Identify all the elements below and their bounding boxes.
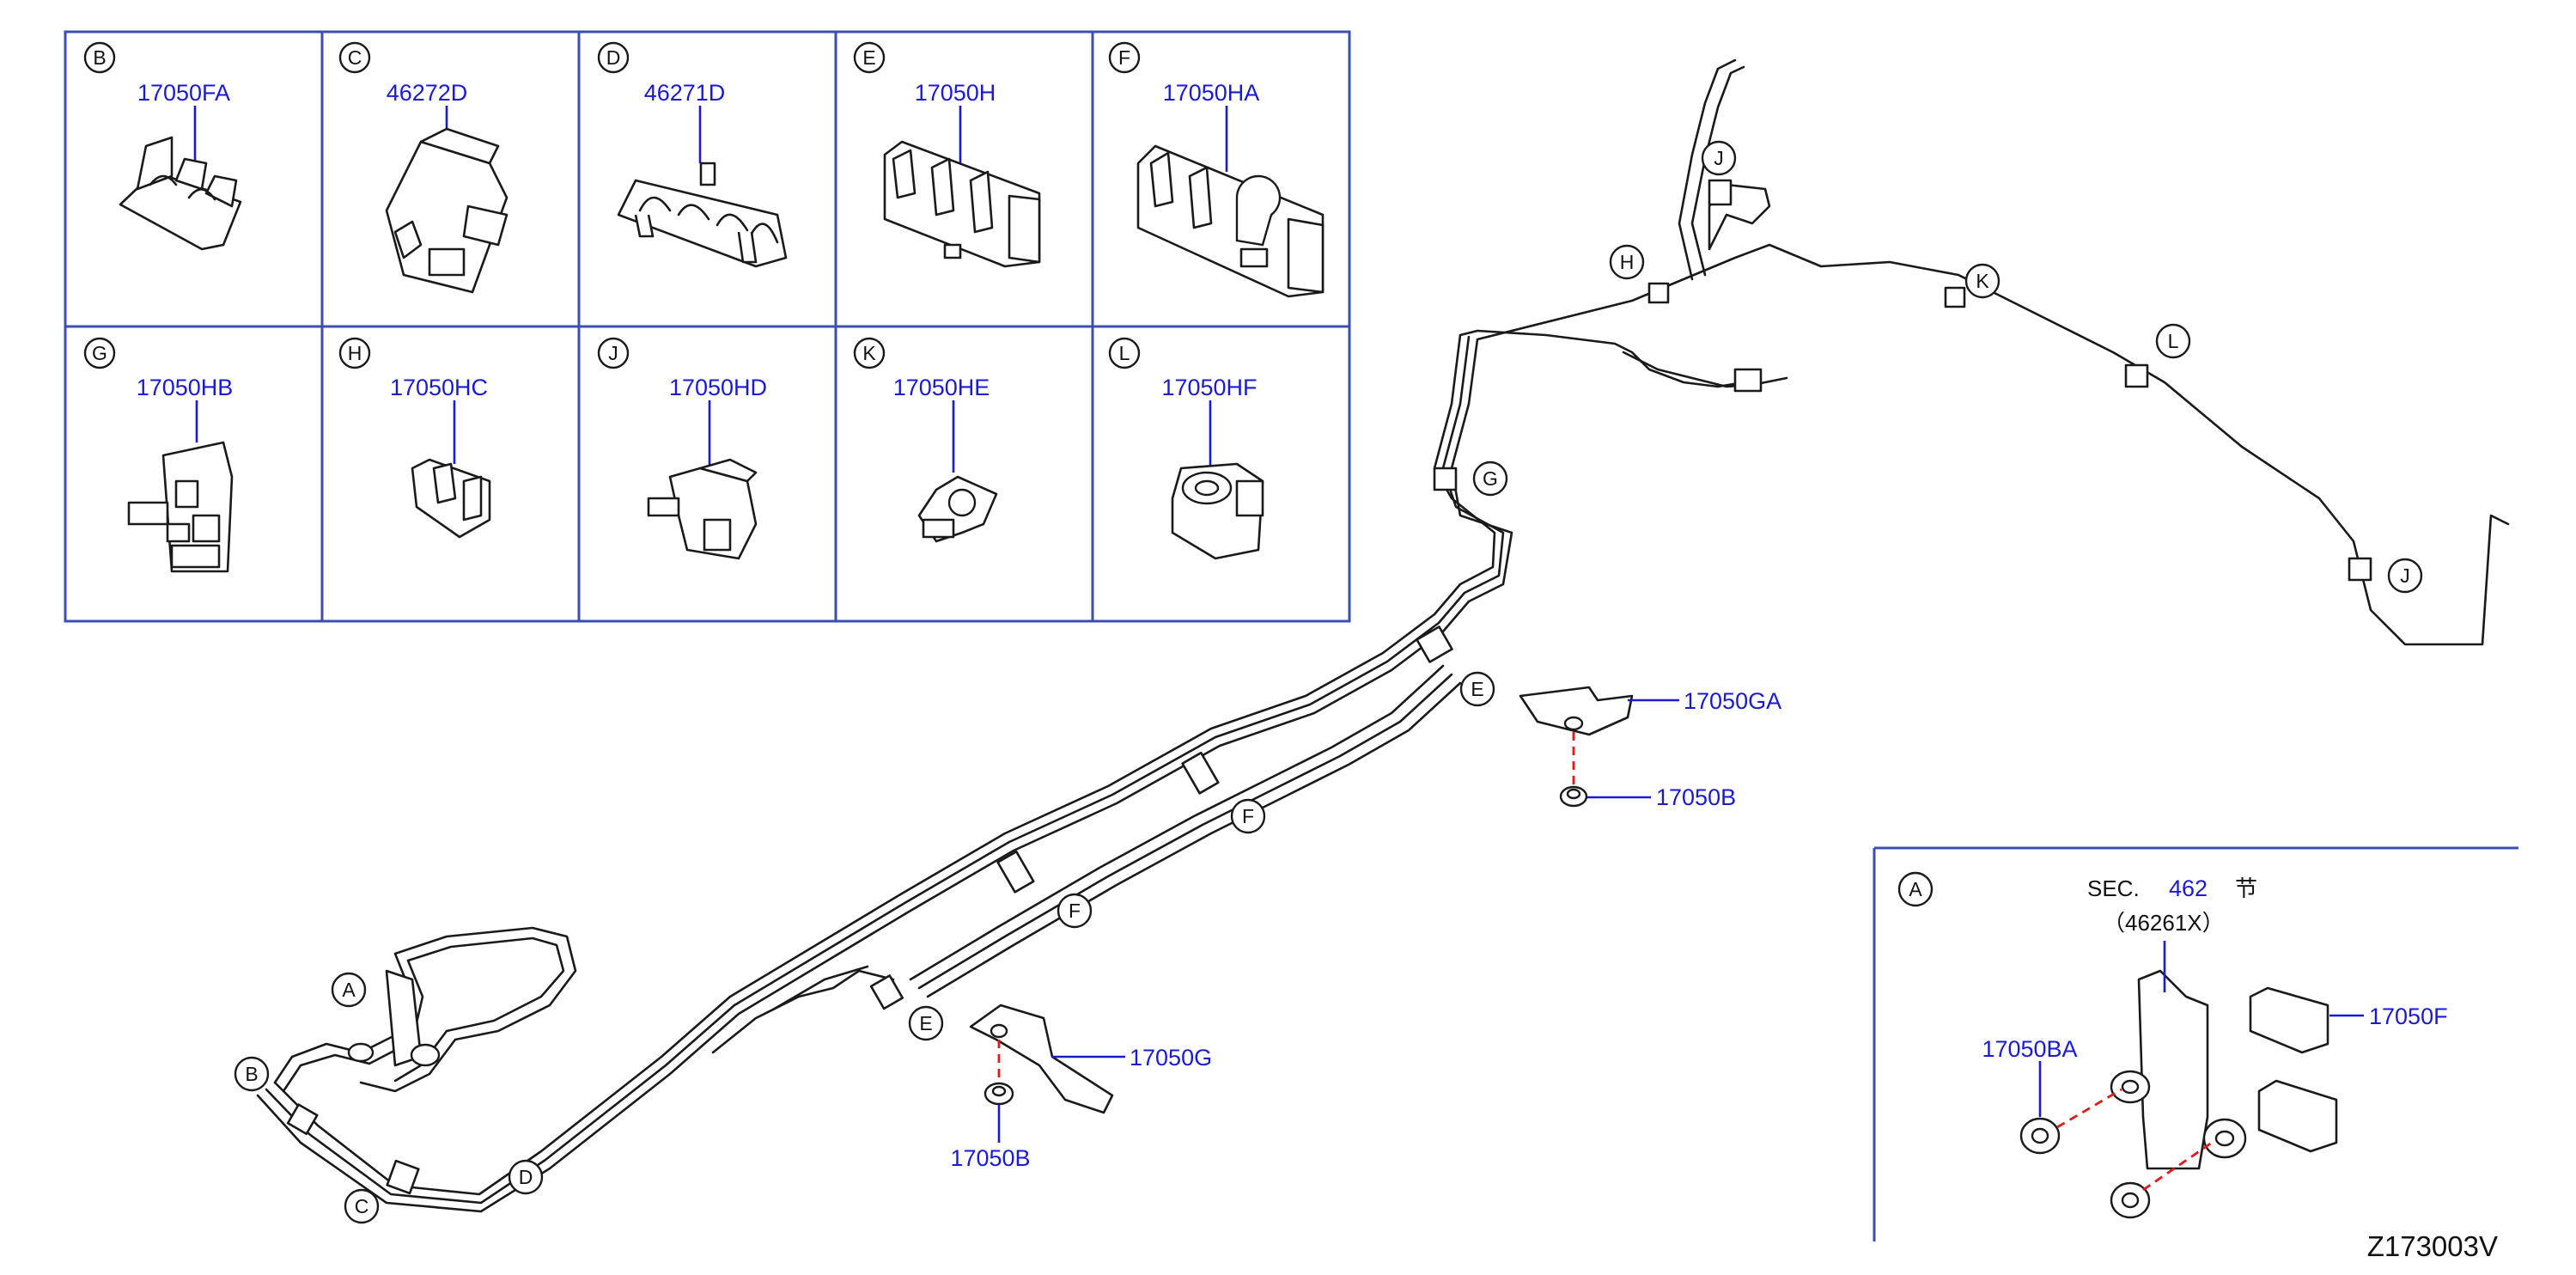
part-link-17050hd[interactable]: 17050HD [669, 375, 767, 400]
part-link-17050ha[interactable]: 17050HA [1163, 80, 1260, 106]
cell-letter-h: H [338, 337, 371, 369]
clip-reference-table: B C D E F G H J K L 17050FA 46272D 46271… [64, 30, 1351, 623]
svg-text:B: B [93, 46, 106, 69]
clip-drawing-d [617, 162, 788, 268]
svg-text:J: J [2400, 564, 2410, 587]
part-link-17050b-lower[interactable]: 17050B [950, 1145, 1030, 1171]
callout-b[interactable]: B [234, 1056, 270, 1092]
clip-drawing-e [883, 140, 1041, 268]
callout-f-upper[interactable]: F [1230, 798, 1266, 834]
svg-text:A: A [1909, 878, 1922, 900]
svg-text:F: F [1069, 900, 1081, 922]
svg-text:D: D [606, 46, 621, 69]
svg-text:G: G [92, 342, 107, 364]
cell-letter-l: L [1108, 337, 1141, 369]
sec-462-link[interactable]: 462 [2169, 875, 2208, 901]
cell-letter-j: J [597, 337, 630, 369]
svg-text:F: F [1118, 46, 1130, 69]
cell-letter-g: G [83, 337, 116, 369]
svg-text:H: H [1620, 251, 1635, 273]
svg-text:J: J [1714, 147, 1724, 169]
clip-drawing-k [917, 475, 998, 543]
figure-reference: Z173003V [2367, 1230, 2498, 1262]
callout-j-upper[interactable]: J [1701, 140, 1737, 176]
clip-drawing-l [1171, 462, 1264, 560]
bracket-g [969, 1004, 1125, 1114]
nut-17050b-lower [984, 1082, 1014, 1143]
detail-a-letter: A [1897, 871, 1934, 907]
part-link-17050g[interactable]: 17050G [1130, 1045, 1212, 1071]
clip-drawing-b [119, 136, 242, 251]
detail-a-inset: A SEC. 462 节 （46261X） [1873, 846, 2518, 1241]
part-link-17050ga[interactable]: 17050GA [1684, 688, 1781, 714]
sub-ref-46261x: （46261X） [2103, 910, 2225, 936]
bracket-ga [1519, 686, 1679, 786]
svg-text:H: H [348, 342, 362, 364]
svg-text:G: G [1483, 467, 1498, 490]
cell-letter-k: K [853, 337, 886, 369]
svg-text:K: K [862, 342, 876, 364]
part-link-17050ba[interactable]: 17050BA [1982, 1036, 2077, 1062]
clip-drawing-f [1136, 144, 1325, 298]
part-link-17050fa[interactable]: 17050FA [137, 80, 230, 106]
svg-text:B: B [245, 1063, 258, 1085]
callout-a[interactable]: A [331, 972, 367, 1008]
svg-text:J: J [608, 342, 618, 364]
callout-h[interactable]: H [1609, 244, 1645, 280]
sec-label: SEC. [2087, 875, 2140, 901]
svg-text:L: L [1119, 342, 1130, 364]
part-link-17050hc[interactable]: 17050HC [390, 375, 488, 400]
callout-e-lower[interactable]: E [908, 1005, 944, 1041]
svg-text:D: D [519, 1166, 533, 1188]
svg-text:E: E [1471, 678, 1483, 700]
part-link-17050b-upper[interactable]: 17050B [1656, 784, 1736, 810]
cell-letter-f: F [1108, 41, 1141, 74]
svg-text:E: E [862, 46, 875, 69]
svg-text:C: C [355, 1195, 369, 1217]
svg-text:C: C [348, 46, 362, 69]
callout-k[interactable]: K [1964, 263, 2001, 299]
cell-letter-d: D [597, 41, 630, 74]
sec-glyph: 节 [2235, 875, 2257, 901]
callout-d[interactable]: D [508, 1159, 544, 1195]
nut-17050b-upper [1559, 785, 1651, 808]
part-link-46271d[interactable]: 46271D [644, 80, 726, 106]
callout-f-lower[interactable]: F [1057, 893, 1093, 929]
callout-c[interactable]: C [344, 1188, 380, 1224]
svg-text:A: A [342, 979, 356, 1001]
clip-drawing-j [647, 458, 758, 560]
svg-text:K: K [1976, 270, 1989, 292]
part-link-17050he[interactable]: 17050HE [893, 375, 990, 400]
cell-letter-c: C [338, 41, 371, 74]
callout-l[interactable]: L [2155, 323, 2191, 359]
clip-drawing-h [411, 458, 491, 539]
callout-e-upper[interactable]: E [1459, 671, 1495, 707]
clip-drawing-g [127, 441, 234, 573]
svg-text:F: F [1242, 805, 1254, 827]
callout-j-rear[interactable]: J [2387, 558, 2423, 594]
svg-text:E: E [919, 1012, 932, 1034]
part-link-17050f[interactable]: 17050F [2369, 1004, 2448, 1029]
callout-g[interactable]: G [1472, 461, 1508, 497]
cell-letter-e: E [853, 41, 886, 74]
cell-letter-b: B [83, 41, 116, 74]
part-link-17050hf[interactable]: 17050HF [1161, 375, 1257, 400]
clip-drawing-c [385, 127, 509, 294]
part-link-17050h[interactable]: 17050H [915, 80, 996, 106]
svg-text:L: L [2168, 330, 2179, 352]
part-link-46272d[interactable]: 46272D [387, 80, 468, 106]
part-link-17050hb[interactable]: 17050HB [137, 375, 234, 400]
